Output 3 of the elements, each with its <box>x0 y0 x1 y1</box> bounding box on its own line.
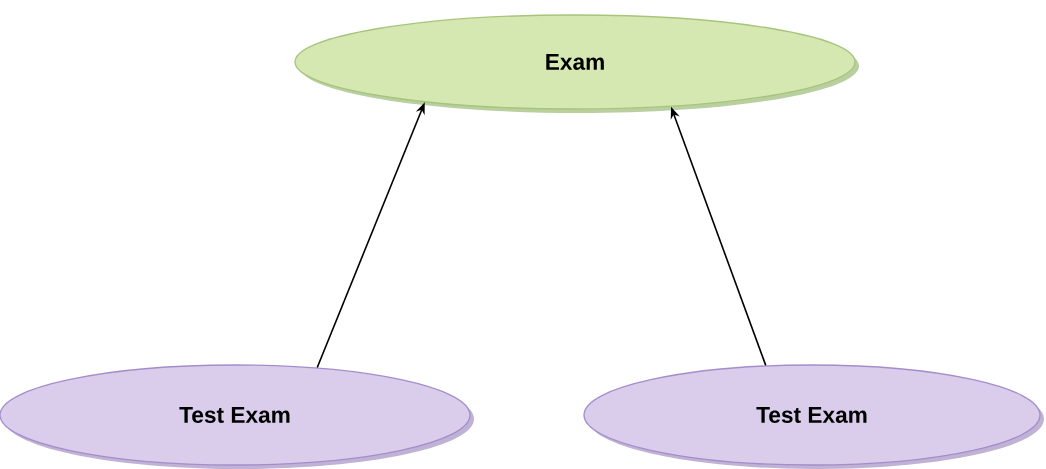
ellipse-node: Test Exam <box>0 364 474 469</box>
ellipse-node: Exam <box>294 14 859 113</box>
ellipse-node: Test Exam <box>583 364 1044 469</box>
